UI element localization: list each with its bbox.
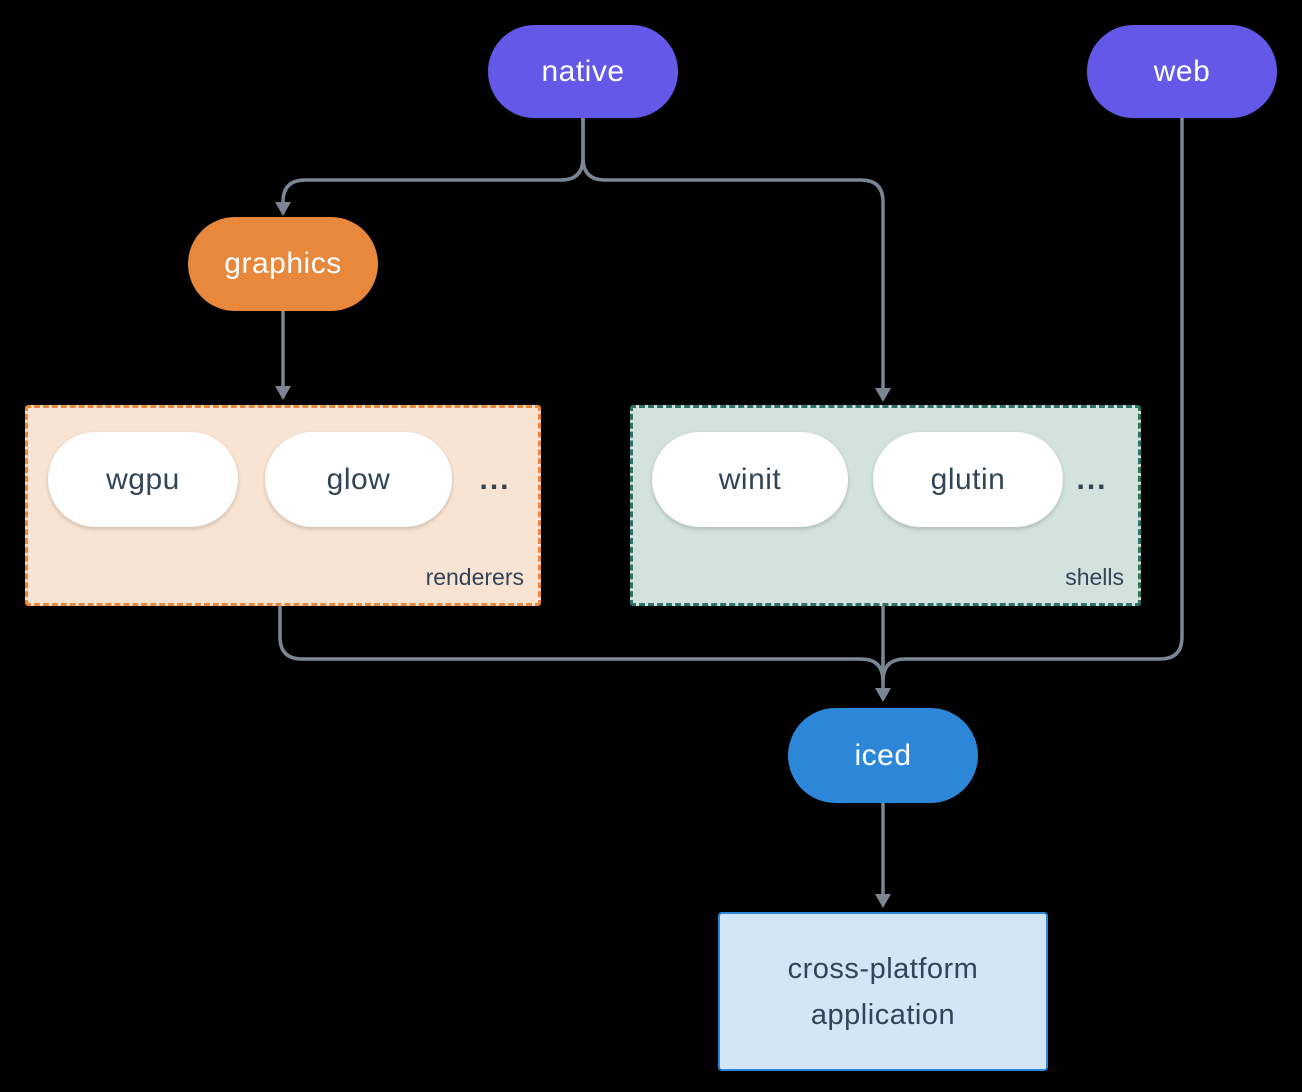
group-renderers: wgpu glow ... renderers <box>25 405 541 606</box>
shells-group-label: shells <box>1065 564 1124 590</box>
node-iced: iced <box>788 708 978 803</box>
node-glutin: glutin <box>873 432 1063 527</box>
connector-renderers-to-iced <box>278 599 885 683</box>
node-wgpu: wgpu <box>48 432 238 527</box>
application-label-line2: application <box>810 998 956 1031</box>
connector-iced-to-application <box>875 801 891 908</box>
application-label-line1: cross-platform <box>787 952 979 985</box>
node-graphics: graphics <box>188 217 378 311</box>
node-native: native <box>488 25 678 118</box>
shells-ellipsis: ... <box>1076 462 1108 496</box>
node-cross-platform-application: cross-platform application <box>718 912 1048 1071</box>
renderers-ellipsis: ... <box>479 462 511 496</box>
group-shells: winit glutin ... shells <box>630 405 1141 606</box>
node-winit: winit <box>652 432 848 527</box>
node-web: web <box>1087 25 1277 118</box>
node-glow: glow <box>265 432 452 527</box>
connector-graphics-to-renderers <box>275 309 291 400</box>
connector-native-to-graphics <box>275 116 585 216</box>
connector-native-to-shells <box>581 116 891 402</box>
connector-shells-to-iced <box>875 599 891 702</box>
renderers-group-label: renderers <box>425 564 524 590</box>
